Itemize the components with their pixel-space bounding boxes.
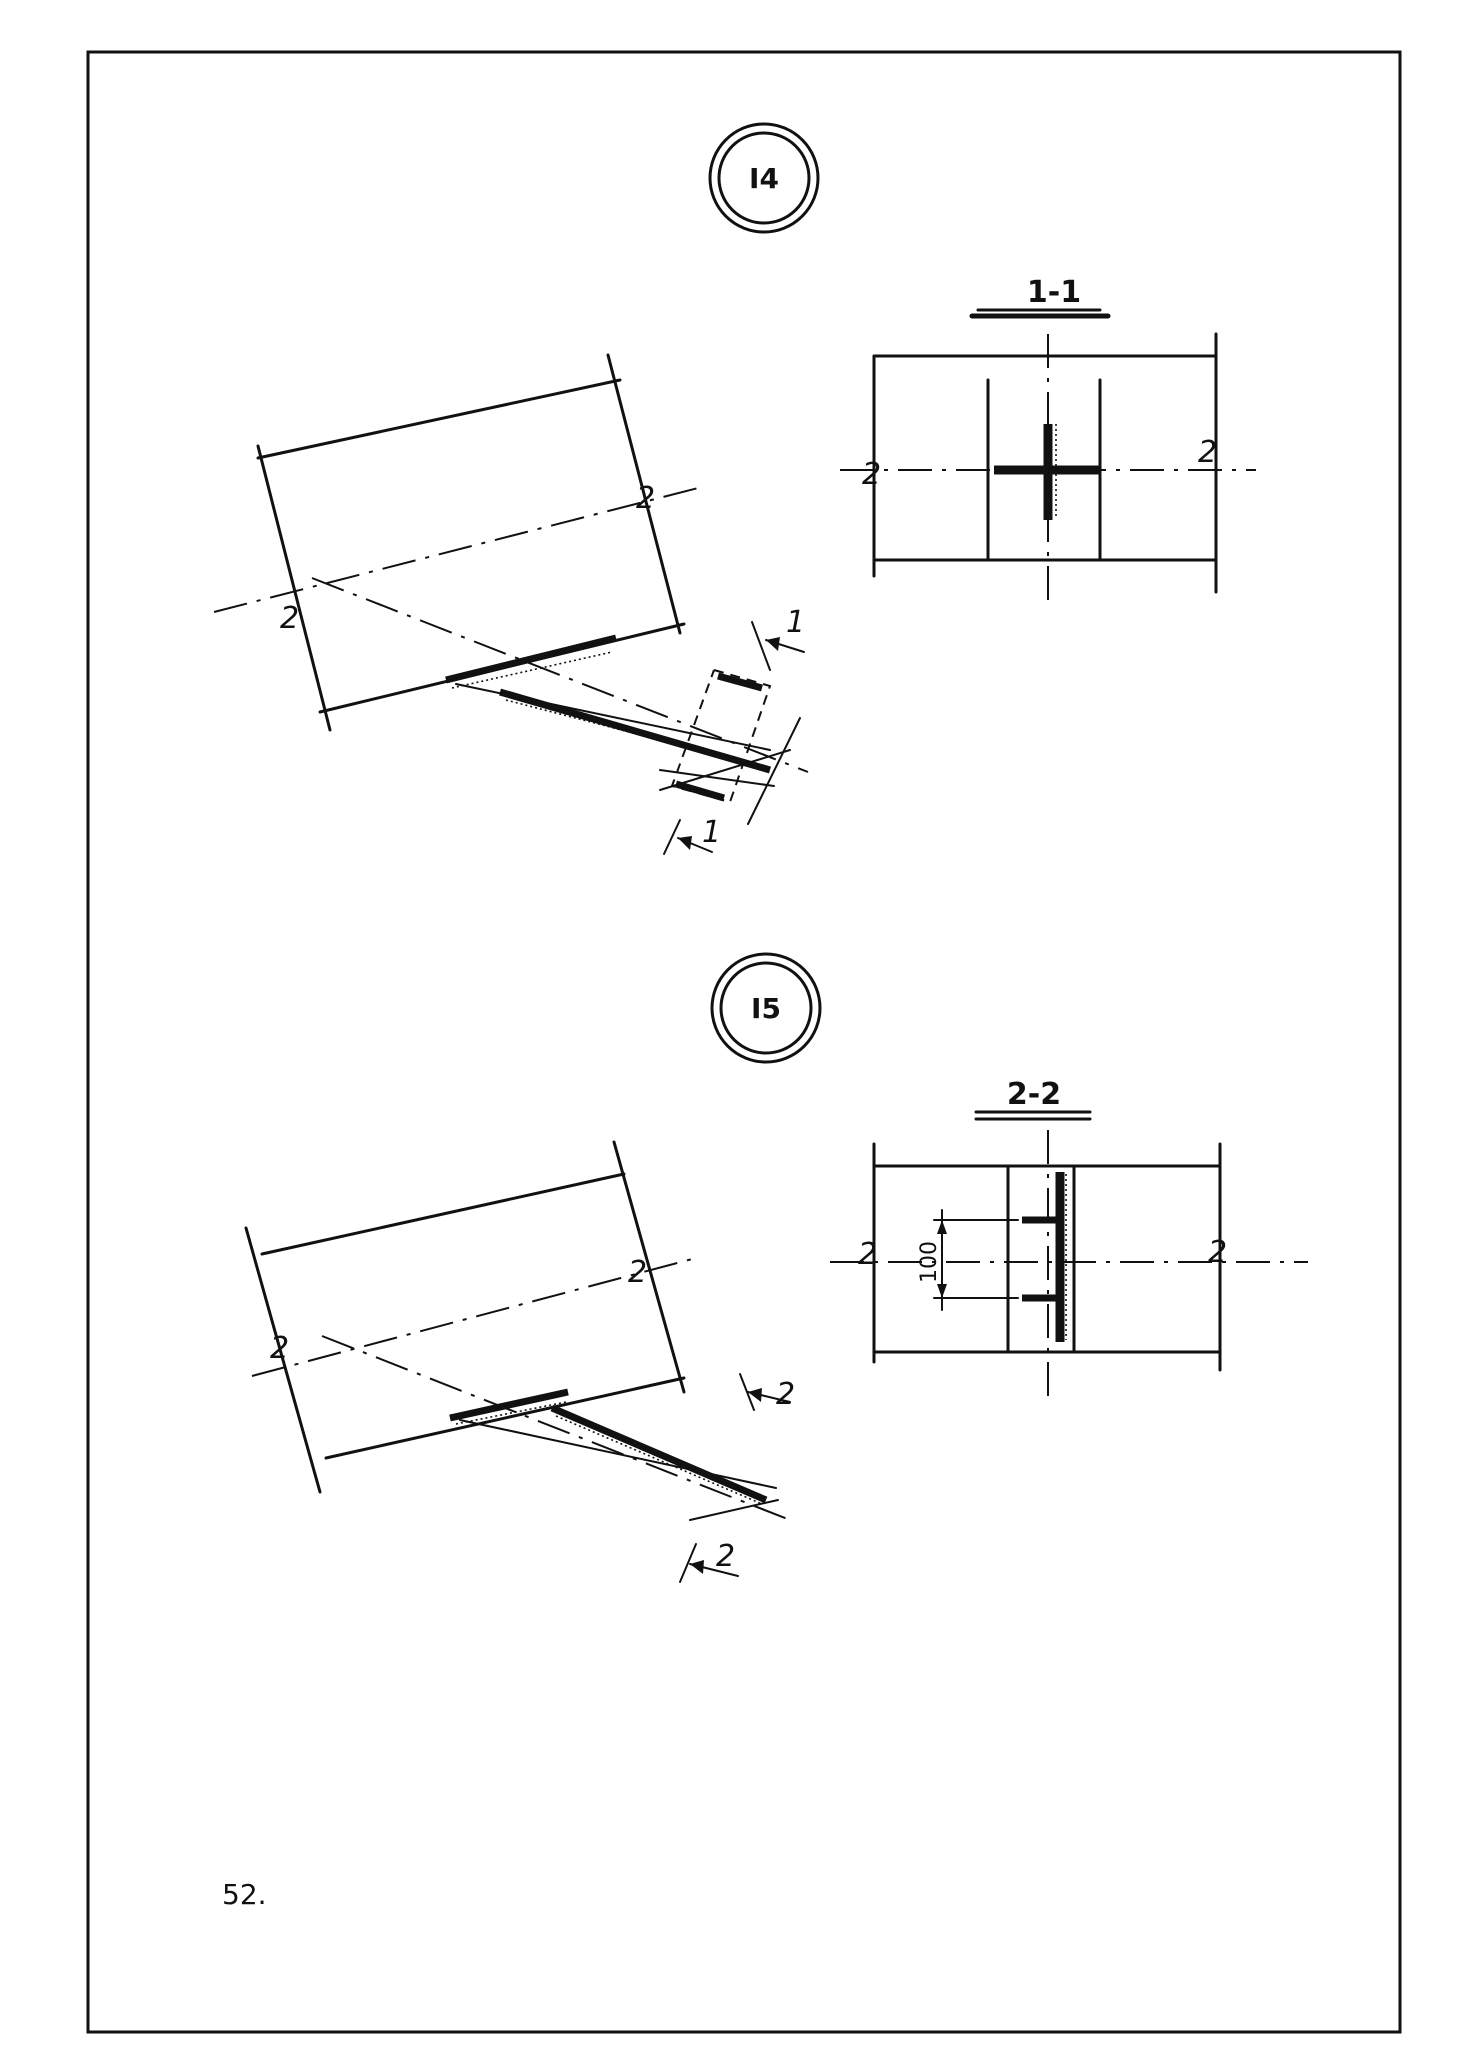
cut-mark-top: 2 xyxy=(776,1377,795,1412)
brace-weld-hatch xyxy=(555,1415,763,1505)
brace-angle xyxy=(550,1404,768,1504)
brace-weld-hatch xyxy=(505,699,761,767)
axis-mark-right: 2 xyxy=(1208,1235,1227,1270)
extension-line xyxy=(747,717,801,825)
gusset-weld-hatch xyxy=(451,651,613,689)
detail-i4: I4 2 2 1 xyxy=(213,122,1256,855)
brace-axis-line xyxy=(321,1335,791,1521)
detail-i5: I5 2 2 2 xyxy=(244,952,1308,1583)
axis-mark-right: 2 xyxy=(1198,435,1217,470)
section-title-2-2: 2-2 xyxy=(1007,1077,1061,1112)
dimension-arrow-bottom xyxy=(937,1284,947,1298)
axis-mark-left: 2 xyxy=(270,1331,289,1366)
elevation-view-i5: 2 2 2 2 xyxy=(244,1140,795,1583)
axis-mark-left: 2 xyxy=(862,457,881,492)
axis-mark-right: 2 xyxy=(636,481,655,516)
member-axis-line xyxy=(213,485,707,613)
sheet-frame xyxy=(86,50,1402,2034)
page-number: 52. xyxy=(222,1878,267,1911)
cut-mark-top: 1 xyxy=(786,605,805,640)
section-view-1-1: 1-1 2 2 xyxy=(840,275,1256,606)
cut-marker-top: 2 xyxy=(739,1373,795,1412)
brace-top-edge xyxy=(459,1419,777,1489)
node-badge-i5: I5 xyxy=(710,952,822,1064)
gusset-plate xyxy=(449,1388,569,1422)
cut-arrow-head xyxy=(748,1388,762,1402)
brace-bottom-edge xyxy=(659,769,775,787)
cut-mark-bottom: 2 xyxy=(716,1539,735,1574)
splice-plate-bottom xyxy=(675,780,725,802)
badge-inner-ring xyxy=(719,961,813,1055)
dimension-line xyxy=(659,749,791,791)
member-top-edge xyxy=(260,1172,626,1256)
dimension-line xyxy=(689,1499,779,1521)
node-label-i4: I4 xyxy=(749,162,779,195)
cut-marker-bottom: 2 xyxy=(679,1539,739,1583)
dimension-value-100: 100 xyxy=(917,1241,942,1283)
cut-marker-top: 1 xyxy=(751,605,805,671)
cut-mark-bottom: 1 xyxy=(702,815,721,850)
member-right-end xyxy=(606,353,682,635)
cut-marker-line xyxy=(679,1543,697,1583)
dimension-arrow-top xyxy=(937,1220,947,1234)
splice-plate-top xyxy=(717,672,763,692)
cut-arrow-head xyxy=(678,836,692,850)
section-title-1-1: 1-1 xyxy=(1027,275,1081,310)
badge-inner-ring xyxy=(717,131,811,225)
brace-axis-line xyxy=(311,577,809,773)
badge-outer-ring xyxy=(710,952,822,1064)
member-top-edge xyxy=(256,378,622,460)
cut-marker-bottom: 1 xyxy=(663,815,721,855)
node-label-i5: I5 xyxy=(751,992,781,1025)
member-left-end xyxy=(256,444,332,732)
splice-plate-outline xyxy=(670,669,772,804)
cut-marker-line xyxy=(751,621,771,671)
gusset-weld-hatch xyxy=(455,1401,567,1425)
cut-arrow-head xyxy=(690,1560,704,1574)
member-left-end xyxy=(244,1226,322,1494)
axis-mark-left: 2 xyxy=(858,1237,877,1272)
section-view-2-2: 2-2 100 2 2 xyxy=(830,1077,1308,1400)
cut-arrow-head xyxy=(766,637,780,651)
member-axis-line xyxy=(251,1257,697,1377)
member-right-end xyxy=(612,1140,686,1394)
badge-outer-ring xyxy=(708,122,820,234)
cut-marker-line xyxy=(663,819,681,855)
node-badge-i4: I4 xyxy=(708,122,820,234)
axis-mark-right: 2 xyxy=(628,1255,647,1290)
gusset-plate xyxy=(445,634,617,684)
member-bottom-edge xyxy=(324,1376,686,1460)
elevation-view-i4: 2 2 1 1 xyxy=(213,353,809,855)
axis-mark-left: 2 xyxy=(280,601,299,636)
